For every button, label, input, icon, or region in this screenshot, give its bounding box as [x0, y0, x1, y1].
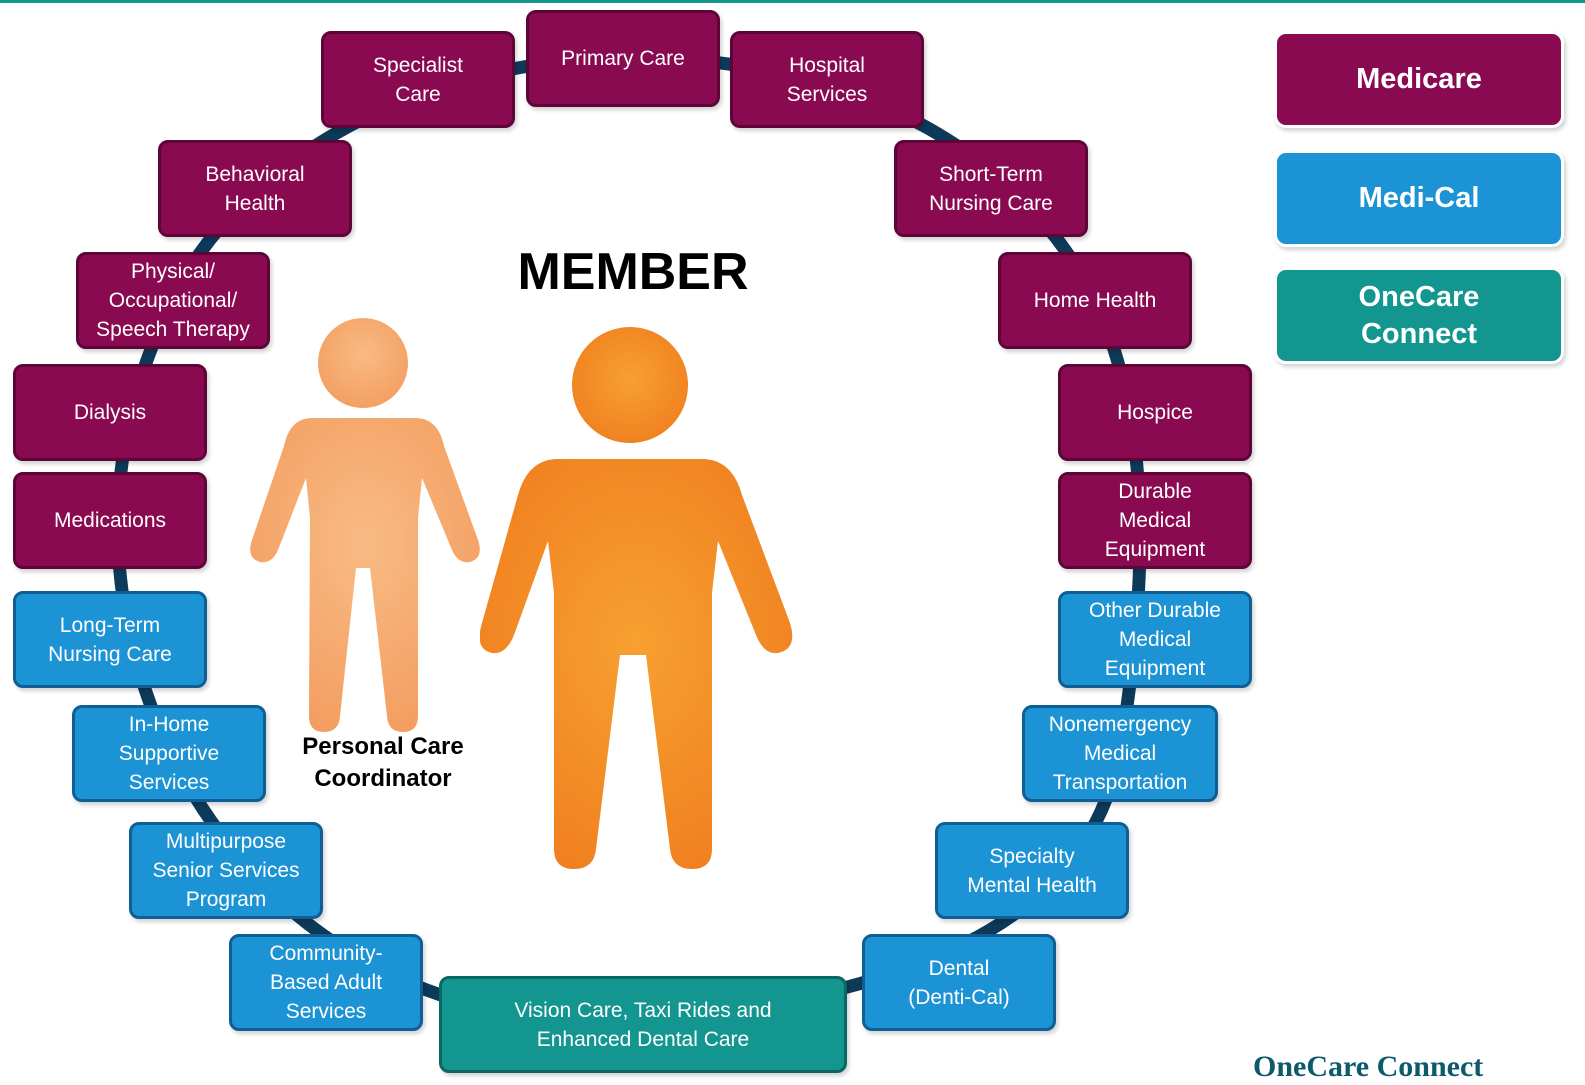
service-specialty-mental-health[interactable]: Specialty Mental Health [935, 822, 1129, 919]
service-durable-medical-equipment[interactable]: Durable Medical Equipment [1058, 472, 1252, 569]
member-person-icon [480, 327, 793, 869]
coordinator-label: Personal Care Coordinator [302, 733, 464, 792]
service-medications[interactable]: Medications [13, 472, 207, 569]
service-nonemergency-medical-transportation[interactable]: Nonemergency Medical Transportation [1022, 705, 1218, 802]
service-other-durable-medical-equipment[interactable]: Other Durable Medical Equipment [1058, 591, 1252, 688]
service-hospice[interactable]: Hospice [1058, 364, 1252, 461]
service-behavioral-health[interactable]: Behavioral Health [158, 140, 352, 237]
service-primary-care[interactable]: Primary Care [526, 10, 720, 107]
service-hospital-services[interactable]: Hospital Services [730, 31, 924, 128]
service-in-home-supportive-services[interactable]: In-Home Supportive Services [72, 705, 266, 802]
service-short-term-nursing-care[interactable]: Short-Term Nursing Care [894, 140, 1088, 237]
service-dialysis[interactable]: Dialysis [13, 364, 207, 461]
top-rule [0, 0, 1585, 3]
legend-medi-cal: Medi-Cal [1274, 150, 1564, 247]
service-physical-occupational-speech-therapy[interactable]: Physical/ Occupational/ Speech Therapy [76, 252, 270, 349]
service-multipurpose-senior-services-program[interactable]: Multipurpose Senior Services Program [129, 822, 323, 919]
legend-medicare: Medicare [1274, 31, 1564, 128]
member-title: MEMBER [517, 243, 749, 301]
service-dental[interactable]: Dental (Denti-Cal) [862, 934, 1056, 1031]
service-long-term-nursing-care[interactable]: Long-Term Nursing Care [13, 591, 207, 688]
service-specialist-care[interactable]: Specialist Care [321, 31, 515, 128]
coordinator-person-icon [250, 318, 480, 732]
service-home-health[interactable]: Home Health [998, 252, 1192, 349]
service-vision-taxi-enhanced-dental[interactable]: Vision Care, Taxi Rides and Enhanced Den… [439, 976, 847, 1073]
legend-onecare-connect: OneCare Connect [1274, 267, 1564, 364]
service-community-based-adult-services[interactable]: Community- Based Adult Services [229, 934, 423, 1031]
brand-logo: OneCare Connect [1253, 1050, 1484, 1083]
